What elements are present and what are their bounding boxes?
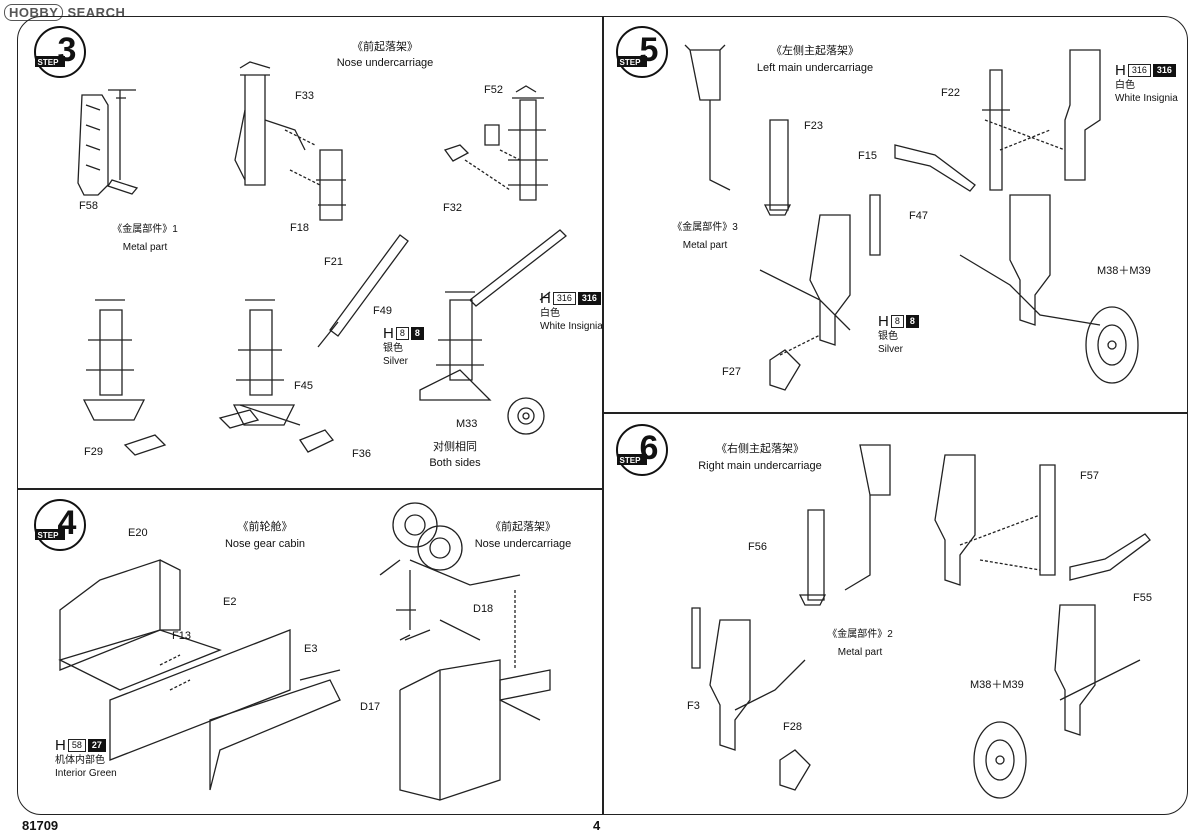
paint-name-en: White Insignia xyxy=(540,321,603,332)
part-label: F27 xyxy=(722,366,741,378)
step3-title-zh: 《前起落架》 xyxy=(352,41,418,53)
page-frame xyxy=(17,16,1188,815)
paint-code: 8 xyxy=(890,315,904,328)
vertical-divider xyxy=(602,17,604,814)
part-label: F45 xyxy=(294,380,313,392)
step4-title-en: Nose gear cabin xyxy=(224,538,306,550)
step3-word: STEP xyxy=(38,58,60,67)
paint-code-black: 8 xyxy=(410,327,424,340)
part-label: F29 xyxy=(84,446,103,458)
part-label: F23 xyxy=(804,120,823,132)
part-label: F18 xyxy=(290,222,309,234)
part-label: E2 xyxy=(223,596,237,608)
part-label: F21 xyxy=(324,256,343,268)
step4-title2-en: Nose undercarriage xyxy=(474,538,572,550)
paint-name-en: Interior Green xyxy=(55,768,117,779)
right-horizontal-divider xyxy=(603,412,1187,414)
paint-name-zh: 白色 xyxy=(1115,80,1135,91)
part-label: F36 xyxy=(352,448,371,460)
step4-badge: 4 STEP xyxy=(34,499,86,551)
part-label: E3 xyxy=(304,643,318,655)
step5-metal-en: Metal part xyxy=(682,240,728,251)
paint-h: H xyxy=(55,737,66,754)
product-code: 81709 xyxy=(22,818,59,833)
step4-illustration xyxy=(58,502,551,801)
part-label: F58 xyxy=(79,200,98,212)
part-label: F3 xyxy=(687,700,700,712)
part-label: F15 xyxy=(858,150,877,162)
step6-title-zh: 《右侧主起落架》 xyxy=(716,443,804,455)
paint-name-zh: 银色 xyxy=(878,331,898,342)
paint-name-zh: 机体内部色 xyxy=(55,755,105,766)
paint-name-en: Silver xyxy=(383,356,409,367)
part-label: F32 xyxy=(443,202,462,214)
step6-word: STEP xyxy=(620,456,642,465)
paint-name-zh: 白色 xyxy=(540,308,560,319)
part-label: D18 xyxy=(473,603,494,615)
part-label: F22 xyxy=(941,87,960,99)
part-label: F56 xyxy=(748,541,767,553)
part-label: D17 xyxy=(360,701,381,713)
step3-title-en: Nose undercarriage xyxy=(336,57,434,69)
paint-code: 58 xyxy=(67,739,86,752)
step3-metal-zh: 《金属部件》1 xyxy=(112,224,178,235)
part-label: F33 xyxy=(295,90,314,102)
step6-metal-en: Metal part xyxy=(837,647,883,658)
paint-h: H xyxy=(878,313,889,330)
part-label: M38＋M39 xyxy=(1097,265,1151,277)
step3-both-en: Both sides xyxy=(429,457,481,469)
part-label: M33 xyxy=(456,418,478,430)
part-label: F52 xyxy=(484,84,503,96)
part-label: F49 xyxy=(373,305,392,317)
paint-code: 316 xyxy=(552,292,576,305)
step3-illustration xyxy=(77,61,567,456)
paint-code-black: 316 xyxy=(577,292,601,305)
step6-illustration xyxy=(691,444,1151,799)
part-label: E20 xyxy=(128,527,148,539)
paint-h: H xyxy=(1115,62,1126,79)
part-label: F57 xyxy=(1080,470,1099,482)
left-horizontal-divider xyxy=(18,488,602,490)
paint-code: 316 xyxy=(1127,64,1151,77)
step5-word: STEP xyxy=(620,58,642,67)
paint-code-black: 8 xyxy=(905,315,919,328)
paint-code-black: 316 xyxy=(1152,64,1176,77)
step4-title-zh: 《前轮舱》 xyxy=(237,521,293,533)
part-label: F28 xyxy=(783,721,802,733)
step5-title-en: Left main undercarriage xyxy=(756,62,874,74)
paint-name-en: White Insignia xyxy=(1115,93,1178,104)
step5-badge: 5 STEP xyxy=(616,26,668,78)
part-label: F47 xyxy=(909,210,928,222)
part-label: M38＋M39 xyxy=(970,679,1024,691)
page-number: 4 xyxy=(593,818,601,833)
step3-both-zh: 对侧相同 xyxy=(433,441,477,453)
step6-badge: 6 STEP xyxy=(616,424,668,476)
step5-metal-zh: 《金属部件》3 xyxy=(672,222,738,233)
paint-h: H xyxy=(540,290,551,307)
step5-title-zh: 《左侧主起落架》 xyxy=(771,45,859,57)
part-label: F55 xyxy=(1133,592,1152,604)
paint-code: 8 xyxy=(395,327,409,340)
paint-h: H xyxy=(383,325,394,342)
step3-badge: 3 STEP xyxy=(34,26,86,78)
step3-metal-en: Metal part xyxy=(122,242,168,253)
step6-title-en: Right main undercarriage xyxy=(698,460,822,472)
step6-metal-zh: 《金属部件》2 xyxy=(827,629,893,640)
step4-title2-zh: 《前起落架》 xyxy=(490,521,556,533)
paint-name-en: Silver xyxy=(878,344,904,355)
paint-name-zh: 银色 xyxy=(383,343,403,354)
part-label: F13 xyxy=(172,630,191,642)
paint-code-black: 27 xyxy=(87,739,106,752)
step4-word: STEP xyxy=(38,531,60,540)
step5-illustration xyxy=(684,44,1139,391)
